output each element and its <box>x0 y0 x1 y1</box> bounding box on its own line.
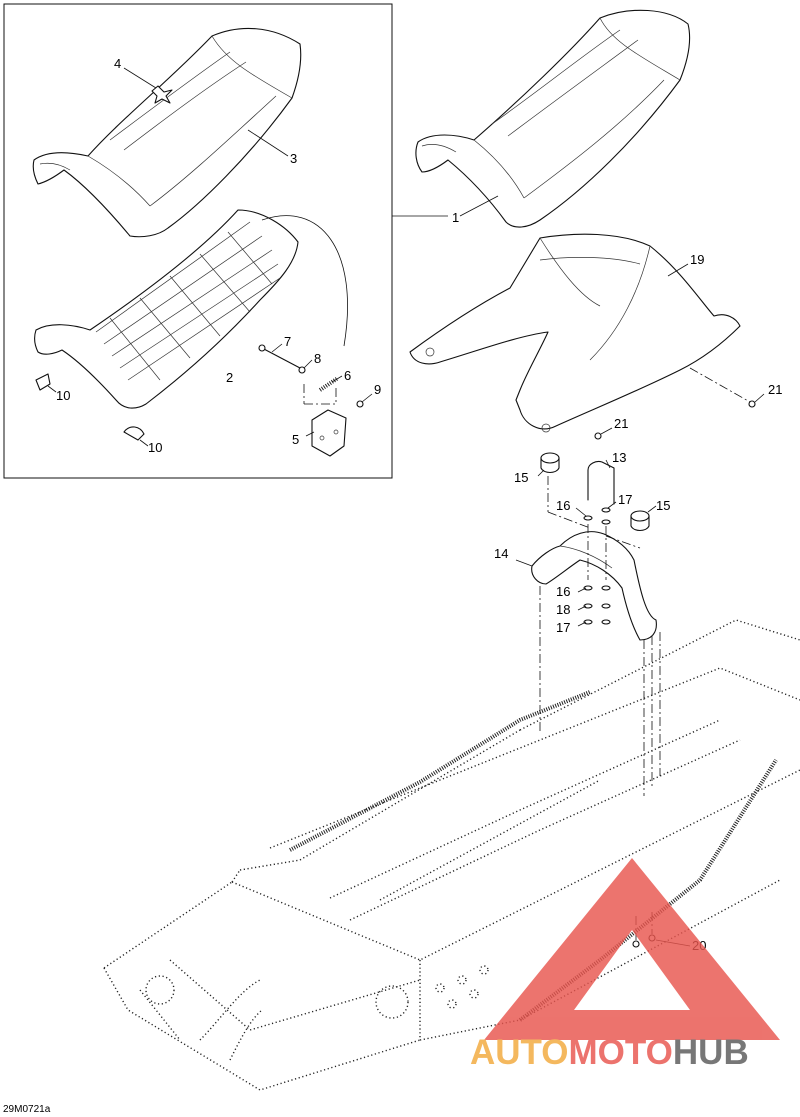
screw-part-21b <box>594 432 602 440</box>
bumper-part-15a <box>540 452 560 474</box>
callout-17a: 17 <box>618 492 632 507</box>
callout-1: 1 <box>452 210 459 225</box>
seat-base-part-2 <box>34 209 348 409</box>
callout-5: 5 <box>292 432 299 447</box>
part-4-marker <box>151 85 173 104</box>
bolt-part-7 <box>258 344 301 369</box>
automotohub-watermark-logo: AUTOMOTOHUB <box>470 858 780 1072</box>
callout-7: 7 <box>284 334 291 349</box>
callout-2: 2 <box>226 370 233 385</box>
callout-16b: 16 <box>556 584 570 599</box>
nut-part-9 <box>356 400 364 408</box>
callout-15a: 15 <box>514 470 528 485</box>
latch-part-5 <box>303 384 347 457</box>
callout-10b: 10 <box>148 440 162 455</box>
screw-part-21a <box>748 400 756 408</box>
callout-4: 4 <box>114 56 121 71</box>
seat-assembly-part-1 <box>415 9 691 228</box>
watermark-moto: MOTO <box>569 1033 673 1072</box>
u-bracket-part-13 <box>587 460 615 505</box>
callout-17b: 17 <box>556 620 570 635</box>
callout-8: 8 <box>314 351 321 366</box>
bumper-part-15b <box>630 510 650 532</box>
watermark-hub: HUB <box>673 1033 749 1072</box>
bracket-part-14 <box>531 531 657 641</box>
washer-stack <box>583 507 611 625</box>
callout-18: 18 <box>556 602 570 617</box>
seat-cushion-part-3 <box>32 27 302 238</box>
callout-13: 13 <box>612 450 626 465</box>
callout-21b: 21 <box>614 416 628 431</box>
callout-3: 3 <box>290 151 297 166</box>
nut-part-8 <box>298 366 306 374</box>
callout-21a: 21 <box>768 382 782 397</box>
clip-part-10a <box>35 373 51 391</box>
callout-9: 9 <box>374 382 381 397</box>
callout-15b: 15 <box>656 498 670 513</box>
callout-6: 6 <box>344 368 351 383</box>
callout-19: 19 <box>690 252 704 267</box>
callout-16a: 16 <box>556 498 570 513</box>
svg-text:AUTOMOTOHUB: AUTOMOTOHUB <box>470 1033 749 1072</box>
seat-assembly-frame <box>3 3 393 479</box>
seat-support-part-19 <box>409 233 741 433</box>
clip-part-10b <box>123 426 145 441</box>
callout-14: 14 <box>494 546 508 561</box>
watermark-auto: AUTO <box>470 1033 569 1072</box>
reference-code: 29M0721a <box>3 1104 51 1115</box>
watermark-triangle-icon <box>484 858 780 1040</box>
callout-10a: 10 <box>56 388 70 403</box>
